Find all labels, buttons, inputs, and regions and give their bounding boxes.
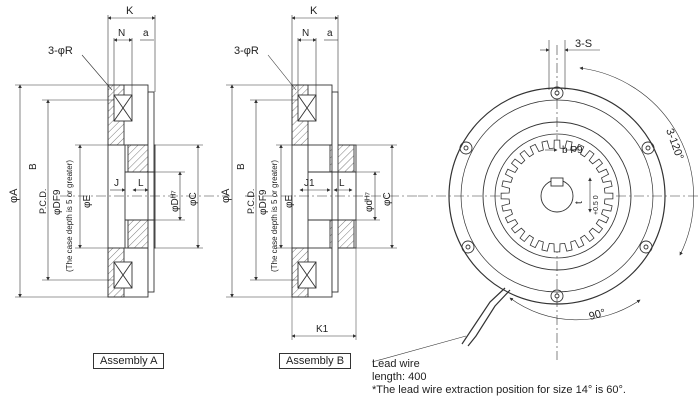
dim-k-b: K [310, 5, 318, 17]
lead-wire-line1: Lead wire [372, 358, 420, 370]
dim-j1: J1 [304, 178, 315, 189]
dim-a: a [143, 28, 149, 39]
angle-90: 90° [588, 307, 607, 323]
assembly-b-labels: K N a 3-φR φA B P.C.D. φDF9 (The case de… [220, 5, 393, 335]
dim-pcd-b: P.C.D. [246, 189, 256, 214]
dim-df9: φDF9 [52, 189, 63, 215]
dim-df9-b: φDF9 [258, 189, 269, 215]
dim-dh7: φDᴴ⁷ [170, 190, 181, 212]
dim-k1: K1 [316, 324, 329, 335]
dim-b: B [28, 163, 39, 170]
dim-a-dia: φA [8, 188, 20, 203]
dim-r: 3-φR [48, 45, 73, 57]
dim-a-dia-b: φA [220, 188, 232, 203]
front-view [371, 40, 698, 363]
dim-n: N [118, 28, 125, 39]
assembly-b-caption: Assembly B [279, 353, 352, 369]
dim-e-b: φE [284, 195, 295, 208]
dim-c-b: φC [382, 192, 393, 206]
dim-r-b: 3-φR [234, 45, 259, 57]
assembly-a-labels: K N a 3-φR φA B P.C.D. φDF9 (The case de… [8, 5, 199, 272]
lead-wire-line2: length: 400 [372, 371, 427, 383]
lead-wire-note: *The lead wire extraction position for s… [372, 384, 626, 396]
dim-3s: 3-S [575, 38, 592, 50]
assembly-a-section [15, 15, 230, 298]
case-note-b: (The case depth is 5 or greater) [270, 160, 279, 272]
assembly-b-section [226, 15, 420, 340]
dim-j: J [114, 178, 119, 189]
dim-pcd: P.C.D. [38, 189, 48, 214]
dim-k: K [126, 5, 134, 17]
dim-a-b: a [327, 28, 333, 39]
lead-wire-label: Lead wire length: 400 *The lead wire ext… [372, 358, 626, 397]
case-note: (The case depth is 5 or greater) [65, 160, 74, 272]
dim-l: L [138, 178, 144, 189]
dim-bp9: b P9 [562, 145, 583, 156]
dim-c: φC [188, 192, 199, 206]
dim-e: φE [82, 195, 93, 208]
dim-dh7-b: φdᴴ⁷ [364, 192, 375, 212]
dim-t: t [574, 201, 585, 204]
dim-n-b: N [302, 28, 309, 39]
dim-t-tol: +0.5 0 [593, 195, 600, 215]
assembly-a-caption: Assembly A [93, 353, 165, 369]
dim-l-b: L [339, 178, 345, 189]
dim-b-b: B [236, 163, 247, 170]
